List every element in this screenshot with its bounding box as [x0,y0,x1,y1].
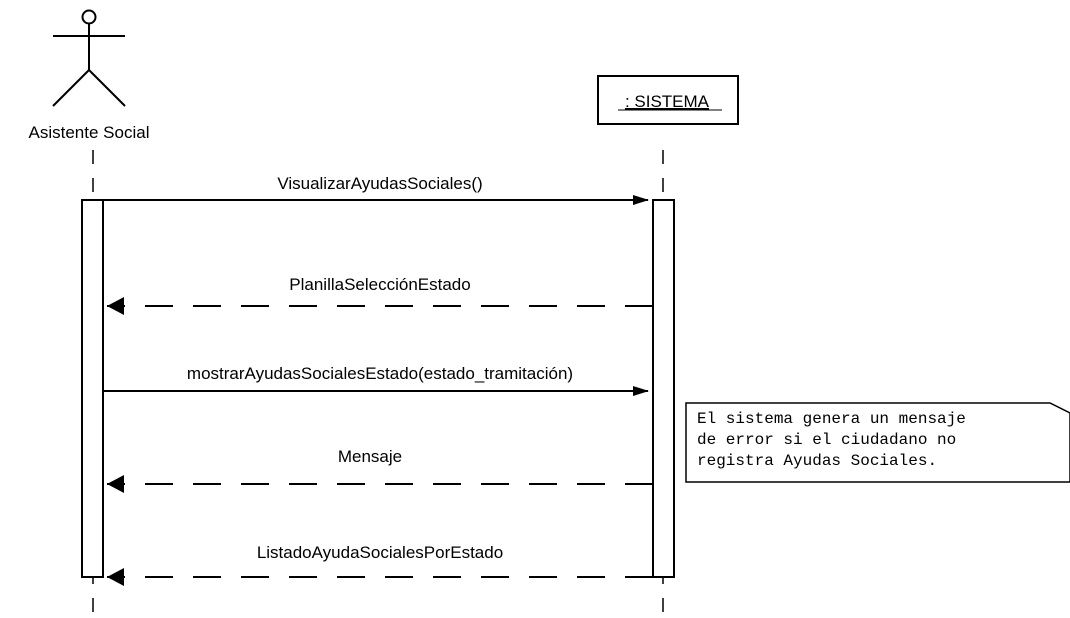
message-label-4: Mensaje [338,447,402,466]
actor-figure [52,9,126,107]
system-object-name: : SISTEMA [625,92,710,111]
note: El sistema genera un mensaje de error si… [685,402,1070,483]
actor-activation-bar [81,199,104,578]
system-object-box [597,75,739,125]
message-label-5: ListadoAyudaSocialesPorEstado [257,543,503,562]
message-arrowhead-5 [107,568,124,586]
actor-name: Asistente Social [29,123,150,142]
message-label-1: VisualizarAyudasSociales() [277,174,482,193]
note-line-1: El sistema genera un mensaje [697,410,966,428]
message-arrowhead-2 [107,297,124,315]
note-border [685,402,1070,483]
system-activation-bar [652,199,675,578]
note-line-3: registra Ayudas Sociales. [697,452,937,470]
note-line-2: de error si el ciudadano no [697,431,956,449]
message-label-3: mostrarAyudasSocialesEstado(estado_trami… [187,364,573,383]
message-label-2: PlanillaSelecciónEstado [289,275,470,294]
message-arrowhead-4 [107,475,124,493]
